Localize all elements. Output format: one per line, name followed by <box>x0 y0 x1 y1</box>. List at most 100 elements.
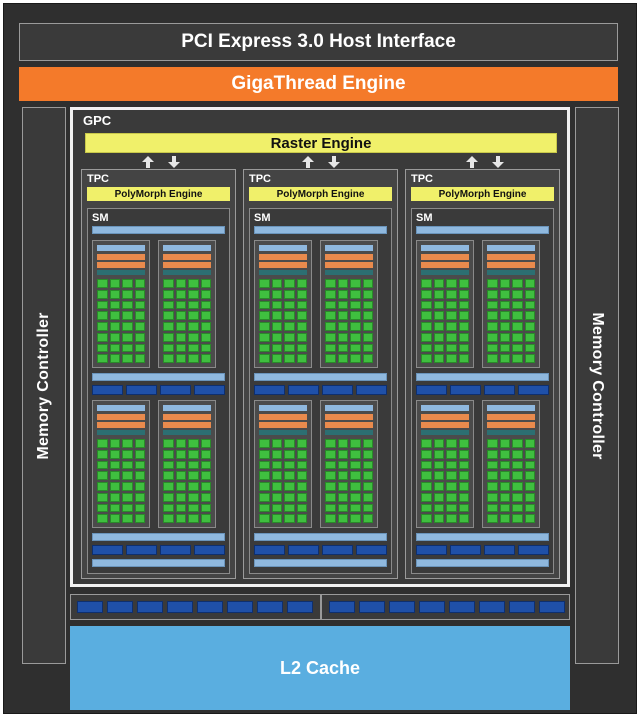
dispatch-unit <box>487 262 535 268</box>
polymorph-engine-label: PolyMorph Engine <box>438 188 527 200</box>
cuda-core <box>134 354 145 363</box>
cuda-core <box>325 300 336 310</box>
warp-scheduler <box>325 245 373 251</box>
cuda-core <box>524 300 535 310</box>
dispatch-unit <box>421 422 469 428</box>
cuda-core <box>446 492 457 502</box>
cuda-core <box>350 354 361 363</box>
cuda-core <box>487 343 498 353</box>
cuda-core <box>122 482 133 491</box>
cuda-core <box>200 492 211 502</box>
cuda-core <box>362 322 373 331</box>
sm-partition <box>254 240 312 368</box>
cuda-core <box>200 482 211 491</box>
cuda-core <box>188 289 199 299</box>
cuda-core <box>271 503 282 513</box>
sm-label: SM <box>416 212 433 224</box>
cuda-core <box>325 471 336 480</box>
cuda-core <box>487 289 498 299</box>
cuda-core <box>296 482 307 491</box>
cuda-core <box>97 311 108 320</box>
ld-st-unit <box>416 545 447 555</box>
cuda-core <box>296 322 307 331</box>
cuda-core <box>175 503 186 513</box>
raster-engine-label: Raster Engine <box>270 134 372 152</box>
cuda-core <box>259 300 270 310</box>
cuda-core <box>109 311 120 320</box>
ld-st-unit <box>484 545 515 555</box>
cuda-core <box>458 322 469 331</box>
cuda-core <box>200 300 211 310</box>
cuda-core <box>512 471 523 480</box>
cuda-core <box>188 503 199 513</box>
cuda-core <box>109 514 120 523</box>
texture-cache <box>416 559 549 567</box>
cuda-core <box>109 492 120 502</box>
cuda-core <box>337 514 348 523</box>
register-file <box>97 430 145 435</box>
cuda-core <box>337 449 348 459</box>
unit-row <box>416 385 549 395</box>
shared-buffer <box>92 533 225 541</box>
cuda-core <box>97 279 108 288</box>
warp-scheduler <box>163 245 211 251</box>
ld-st-unit <box>194 385 225 395</box>
cuda-core <box>458 460 469 470</box>
cuda-core <box>337 300 348 310</box>
cuda-core <box>421 343 432 353</box>
cuda-core <box>433 439 444 448</box>
cuda-core <box>97 300 108 310</box>
cuda-core <box>163 471 174 480</box>
cuda-core <box>163 279 174 288</box>
cuda-core <box>259 289 270 299</box>
cuda-core <box>350 300 361 310</box>
cuda-core <box>337 460 348 470</box>
cuda-core <box>458 311 469 320</box>
cuda-core <box>271 279 282 288</box>
cuda-core <box>325 354 336 363</box>
instruction-cache <box>254 226 387 234</box>
cuda-core-grid <box>97 439 145 523</box>
instruction-cache <box>416 226 549 234</box>
cuda-core <box>362 343 373 353</box>
cuda-core <box>122 449 133 459</box>
warp-scheduler <box>487 405 535 411</box>
cuda-core <box>499 503 510 513</box>
cuda-core <box>284 289 295 299</box>
dispatch-unit <box>421 414 469 420</box>
cuda-core <box>325 482 336 491</box>
ld-st-unit <box>92 545 123 555</box>
tpc-label: TPC <box>249 173 271 185</box>
cuda-core <box>271 332 282 342</box>
cuda-core <box>362 514 373 523</box>
cuda-core <box>524 482 535 491</box>
cuda-core <box>284 300 295 310</box>
cuda-core <box>134 343 145 353</box>
cuda-core <box>499 471 510 480</box>
cuda-core <box>325 503 336 513</box>
tpc-label: TPC <box>411 173 433 185</box>
polymorph-engine: PolyMorph Engine <box>87 187 230 201</box>
ld-st-unit <box>356 545 387 555</box>
interconnect-units-left <box>77 601 313 613</box>
register-file <box>259 270 307 275</box>
warp-scheduler <box>421 405 469 411</box>
cuda-core <box>446 279 457 288</box>
cuda-core <box>134 492 145 502</box>
cuda-core-grid <box>421 279 469 363</box>
cuda-core <box>284 460 295 470</box>
cuda-core-grid <box>325 439 373 523</box>
cuda-core <box>512 300 523 310</box>
ld-st-unit <box>288 545 319 555</box>
cuda-core <box>524 471 535 480</box>
dispatch-unit <box>487 254 535 260</box>
cuda-core <box>134 460 145 470</box>
interconnect-unit <box>389 601 415 613</box>
cuda-core <box>524 503 535 513</box>
dispatch-unit <box>163 262 211 268</box>
dispatch-unit <box>163 254 211 260</box>
cuda-core <box>458 279 469 288</box>
cuda-core <box>325 279 336 288</box>
cuda-core <box>524 279 535 288</box>
